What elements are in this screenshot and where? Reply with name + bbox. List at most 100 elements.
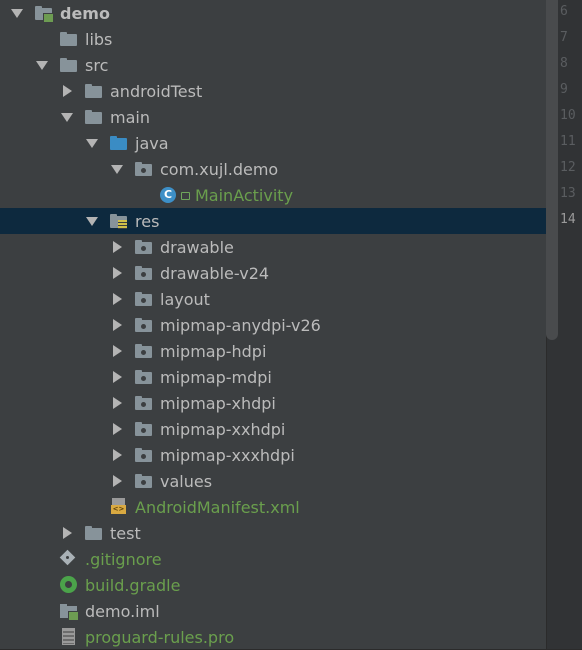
expand-arrow-icon[interactable] <box>60 104 74 130</box>
tree-item-mipmap-xxhdpi[interactable]: mipmap-xxhdpi <box>0 416 582 442</box>
tree-item-layout[interactable]: layout <box>0 286 582 312</box>
tree-item-mipmap-mdpi[interactable]: mipmap-mdpi <box>0 364 582 390</box>
tree-item-res[interactable]: res <box>0 208 582 234</box>
line-number: 10 <box>560 108 576 123</box>
tree-item-label: build.gradle <box>85 575 181 595</box>
collapse-arrow-icon[interactable] <box>110 286 124 312</box>
tree-item-label: main <box>110 107 150 127</box>
tree-item-values[interactable]: values <box>0 468 582 494</box>
tree-item-label: test <box>110 523 141 543</box>
folder-icon <box>84 104 104 130</box>
collapse-arrow-icon[interactable] <box>110 312 124 338</box>
tree-item-androidmanifest-xml[interactable]: AndroidManifest.xml <box>0 494 582 520</box>
tree-item-gitignore[interactable]: .gitignore <box>0 546 582 572</box>
package-icon <box>134 156 154 182</box>
tree-item-label: mipmap-xxhdpi <box>160 419 286 439</box>
folder-icon <box>59 26 79 52</box>
tree-item-drawable-v24[interactable]: drawable-v24 <box>0 260 582 286</box>
collapse-arrow-icon[interactable] <box>110 260 124 286</box>
arrow-spacer <box>35 572 49 598</box>
tree-item-drawable[interactable]: drawable <box>0 234 582 260</box>
tree-item-label: mipmap-mdpi <box>160 367 272 387</box>
expand-arrow-icon[interactable] <box>85 208 99 234</box>
package-icon <box>134 286 154 312</box>
arrow-spacer <box>35 624 49 650</box>
tree-item-label: AndroidManifest.xml <box>135 497 300 517</box>
collapse-arrow-icon[interactable] <box>110 416 124 442</box>
collapse-arrow-icon[interactable] <box>110 234 124 260</box>
tree-item-mipmap-hdpi[interactable]: mipmap-hdpi <box>0 338 582 364</box>
package-icon <box>134 312 154 338</box>
line-number: 8 <box>560 56 568 71</box>
tree-item-mipmap-xhdpi[interactable]: mipmap-xhdpi <box>0 390 582 416</box>
package-icon <box>134 390 154 416</box>
tree-item-java[interactable]: java <box>0 130 582 156</box>
line-number: 12 <box>560 160 576 175</box>
tree-item-libs[interactable]: libs <box>0 26 582 52</box>
tree-item-test[interactable]: test <box>0 520 582 546</box>
tree-item-src[interactable]: src <box>0 52 582 78</box>
expand-arrow-icon[interactable] <box>110 156 124 182</box>
tree-item-label: proguard-rules.pro <box>85 627 235 647</box>
package-icon <box>134 364 154 390</box>
expand-arrow-icon[interactable] <box>35 52 49 78</box>
tree-item-label: java <box>135 133 169 153</box>
tree-item-label: values <box>160 471 213 491</box>
line-number: 9 <box>560 82 568 97</box>
module-folder-icon <box>34 0 54 26</box>
tree-item-proguard-rules-pro[interactable]: proguard-rules.pro <box>0 624 582 650</box>
tree-item-label: mipmap-hdpi <box>160 341 267 361</box>
arrow-spacer <box>35 546 49 572</box>
package-icon <box>134 234 154 260</box>
arrow-spacer <box>35 26 49 52</box>
iml-file-icon <box>59 598 79 624</box>
package-icon <box>134 468 154 494</box>
expand-arrow-icon[interactable] <box>10 0 24 26</box>
tree-item-main[interactable]: main <box>0 104 582 130</box>
tree-item-label: mipmap-xhdpi <box>160 393 276 413</box>
tree-item-label: .gitignore <box>85 549 162 569</box>
package-icon <box>134 416 154 442</box>
collapse-arrow-icon[interactable] <box>60 520 74 546</box>
tree-item-androidtest[interactable]: androidTest <box>0 78 582 104</box>
text-file-icon <box>59 624 79 650</box>
tree-item-build-gradle[interactable]: build.gradle <box>0 572 582 598</box>
package-icon <box>134 442 154 468</box>
tree-item-label: src <box>85 55 109 75</box>
class-icon: C <box>159 182 190 208</box>
tree-item-label: demo.iml <box>85 601 160 621</box>
source-folder-icon <box>109 130 129 156</box>
folder-icon <box>84 520 104 546</box>
tree-item-demo[interactable]: demo <box>0 0 582 26</box>
collapse-arrow-icon[interactable] <box>60 78 74 104</box>
collapse-arrow-icon[interactable] <box>110 442 124 468</box>
tree-item-label: drawable <box>160 237 234 257</box>
tree-item-mipmap-anydpi-v26[interactable]: mipmap-anydpi-v26 <box>0 312 582 338</box>
collapse-arrow-icon[interactable] <box>110 468 124 494</box>
tree-item-label: androidTest <box>110 81 203 101</box>
line-number: 7 <box>560 30 568 45</box>
tree-item-label: layout <box>160 289 210 309</box>
xml-file-icon <box>109 494 129 520</box>
expand-arrow-icon[interactable] <box>85 130 99 156</box>
line-number: 11 <box>560 134 576 149</box>
arrow-spacer <box>85 494 99 520</box>
collapse-arrow-icon[interactable] <box>110 338 124 364</box>
package-icon <box>134 260 154 286</box>
package-icon <box>134 338 154 364</box>
tree-item-label: mipmap-xxxhdpi <box>160 445 295 465</box>
collapse-arrow-icon[interactable] <box>110 390 124 416</box>
tree-item-mipmap-xxxhdpi[interactable]: mipmap-xxxhdpi <box>0 442 582 468</box>
git-file-icon <box>59 546 79 572</box>
line-number: 13 <box>560 186 576 201</box>
tree-scrollbar[interactable] <box>546 0 558 340</box>
gradle-file-icon <box>59 572 79 598</box>
line-number: 6 <box>560 4 568 19</box>
tree-item-demo-iml[interactable]: demo.iml <box>0 598 582 624</box>
tree-item-com-xujl-demo[interactable]: com.xujl.demo <box>0 156 582 182</box>
tree-item-label: res <box>135 211 160 231</box>
collapse-arrow-icon[interactable] <box>110 364 124 390</box>
tree-item-label: com.xujl.demo <box>160 159 279 179</box>
